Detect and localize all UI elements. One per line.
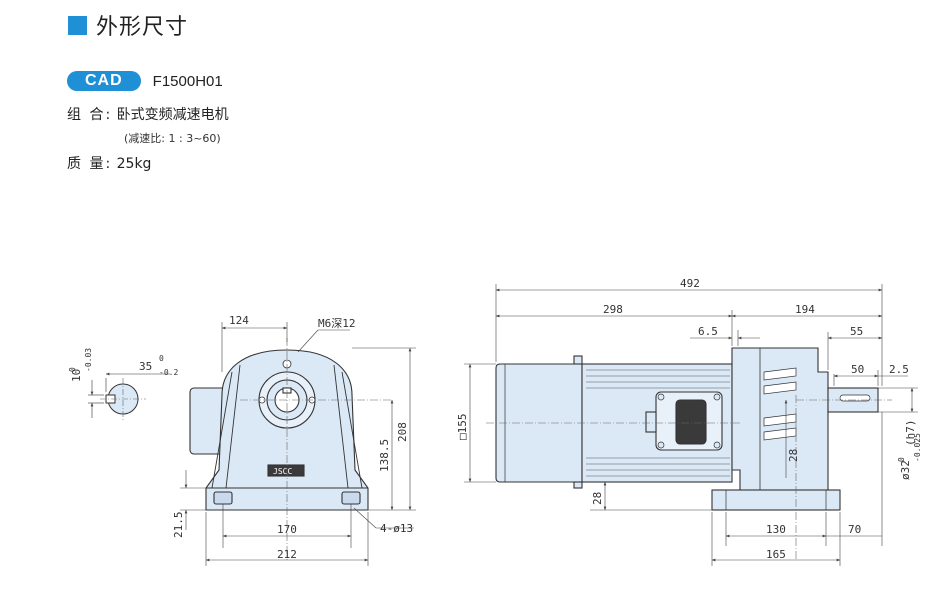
spec-mass-value: 25kg [116,156,152,172]
dim-front-thread: M6深12 [318,317,356,330]
spec-mass: 质 量: 25kg [67,153,151,173]
dim-key-height: 10 [70,369,83,382]
dim-key-height-tol-lower: -0.03 [84,348,93,372]
dim-side-motor-diameter: □155 [456,414,469,441]
front-view [189,349,369,511]
dim-front-width-top: 124 [229,314,249,327]
spec-combination-label: 组 合: [67,107,113,123]
side-dimensions [464,284,918,566]
dim-side-hole-span: 130 [766,523,786,536]
dim-side-shaft-total: 55 [850,325,863,338]
terminal-box-cover [675,399,707,445]
shaft-keyway [839,394,871,402]
dim-side-shaft-step: 2.5 [889,363,909,376]
dim-key-depth: 35 [139,360,152,373]
dim-side-total-length: 492 [680,277,700,290]
dim-side-motor-length: 298 [603,303,623,316]
section-title: 外形尺寸 [96,15,189,40]
spec-mass-label: 质 量: [67,156,113,172]
dim-shaft-diameter: ø32 [899,460,912,480]
dim-key-height-tol-upper: 0 [68,367,77,372]
dim-shaft-diameter-tol-upper: 0 [897,457,906,462]
dim-front-center-height: 138.5 [378,439,391,472]
front-nameplate [267,464,305,477]
dim-shaft-diameter-tol-lower: -0.025 [913,433,922,462]
dim-side-gear-length: 194 [795,303,815,316]
front-brand-label: JSCC [273,467,292,476]
dim-front-base-thickness: 21.5 [172,512,185,539]
dim-side-shaft-length: 50 [851,363,864,376]
dim-side-center-offset: 28 [787,449,800,462]
dim-side-offset: 6.5 [698,325,718,338]
cad-row: CAD F1500H01 [67,71,223,91]
heading-square-icon [68,15,87,35]
section-heading: 外形尺寸 [68,10,188,40]
dim-shaft-fit: (h7) [904,420,917,447]
spec-ratio-note: (减速比: 1 : 3~60) [124,132,221,145]
model-number: F1500H01 [152,72,223,90]
dim-key-depth-tol-upper: 0 [159,354,164,363]
spec-combination-value: 卧式变频减速电机 [116,107,229,123]
dim-side-base-length: 165 [766,548,786,561]
dim-key-depth-tol-lower: -0.2 [159,368,178,377]
dim-side-base-step: 28 [591,492,604,505]
gearbox-base [711,489,841,511]
side-view [495,347,879,511]
shaft-key-detail [88,372,170,420]
cad-download-button[interactable]: CAD [67,71,141,91]
dim-front-height-total: 208 [396,422,409,442]
dim-front-base-width: 212 [277,548,297,561]
spec-combination: 组 合: 卧式变频减速电机 [67,104,229,124]
front-dimensions [180,322,416,566]
dim-side-base-overhang: 70 [848,523,861,536]
dim-front-holes: 4-ø13 [380,522,413,535]
dim-front-hole-span: 170 [277,523,297,536]
